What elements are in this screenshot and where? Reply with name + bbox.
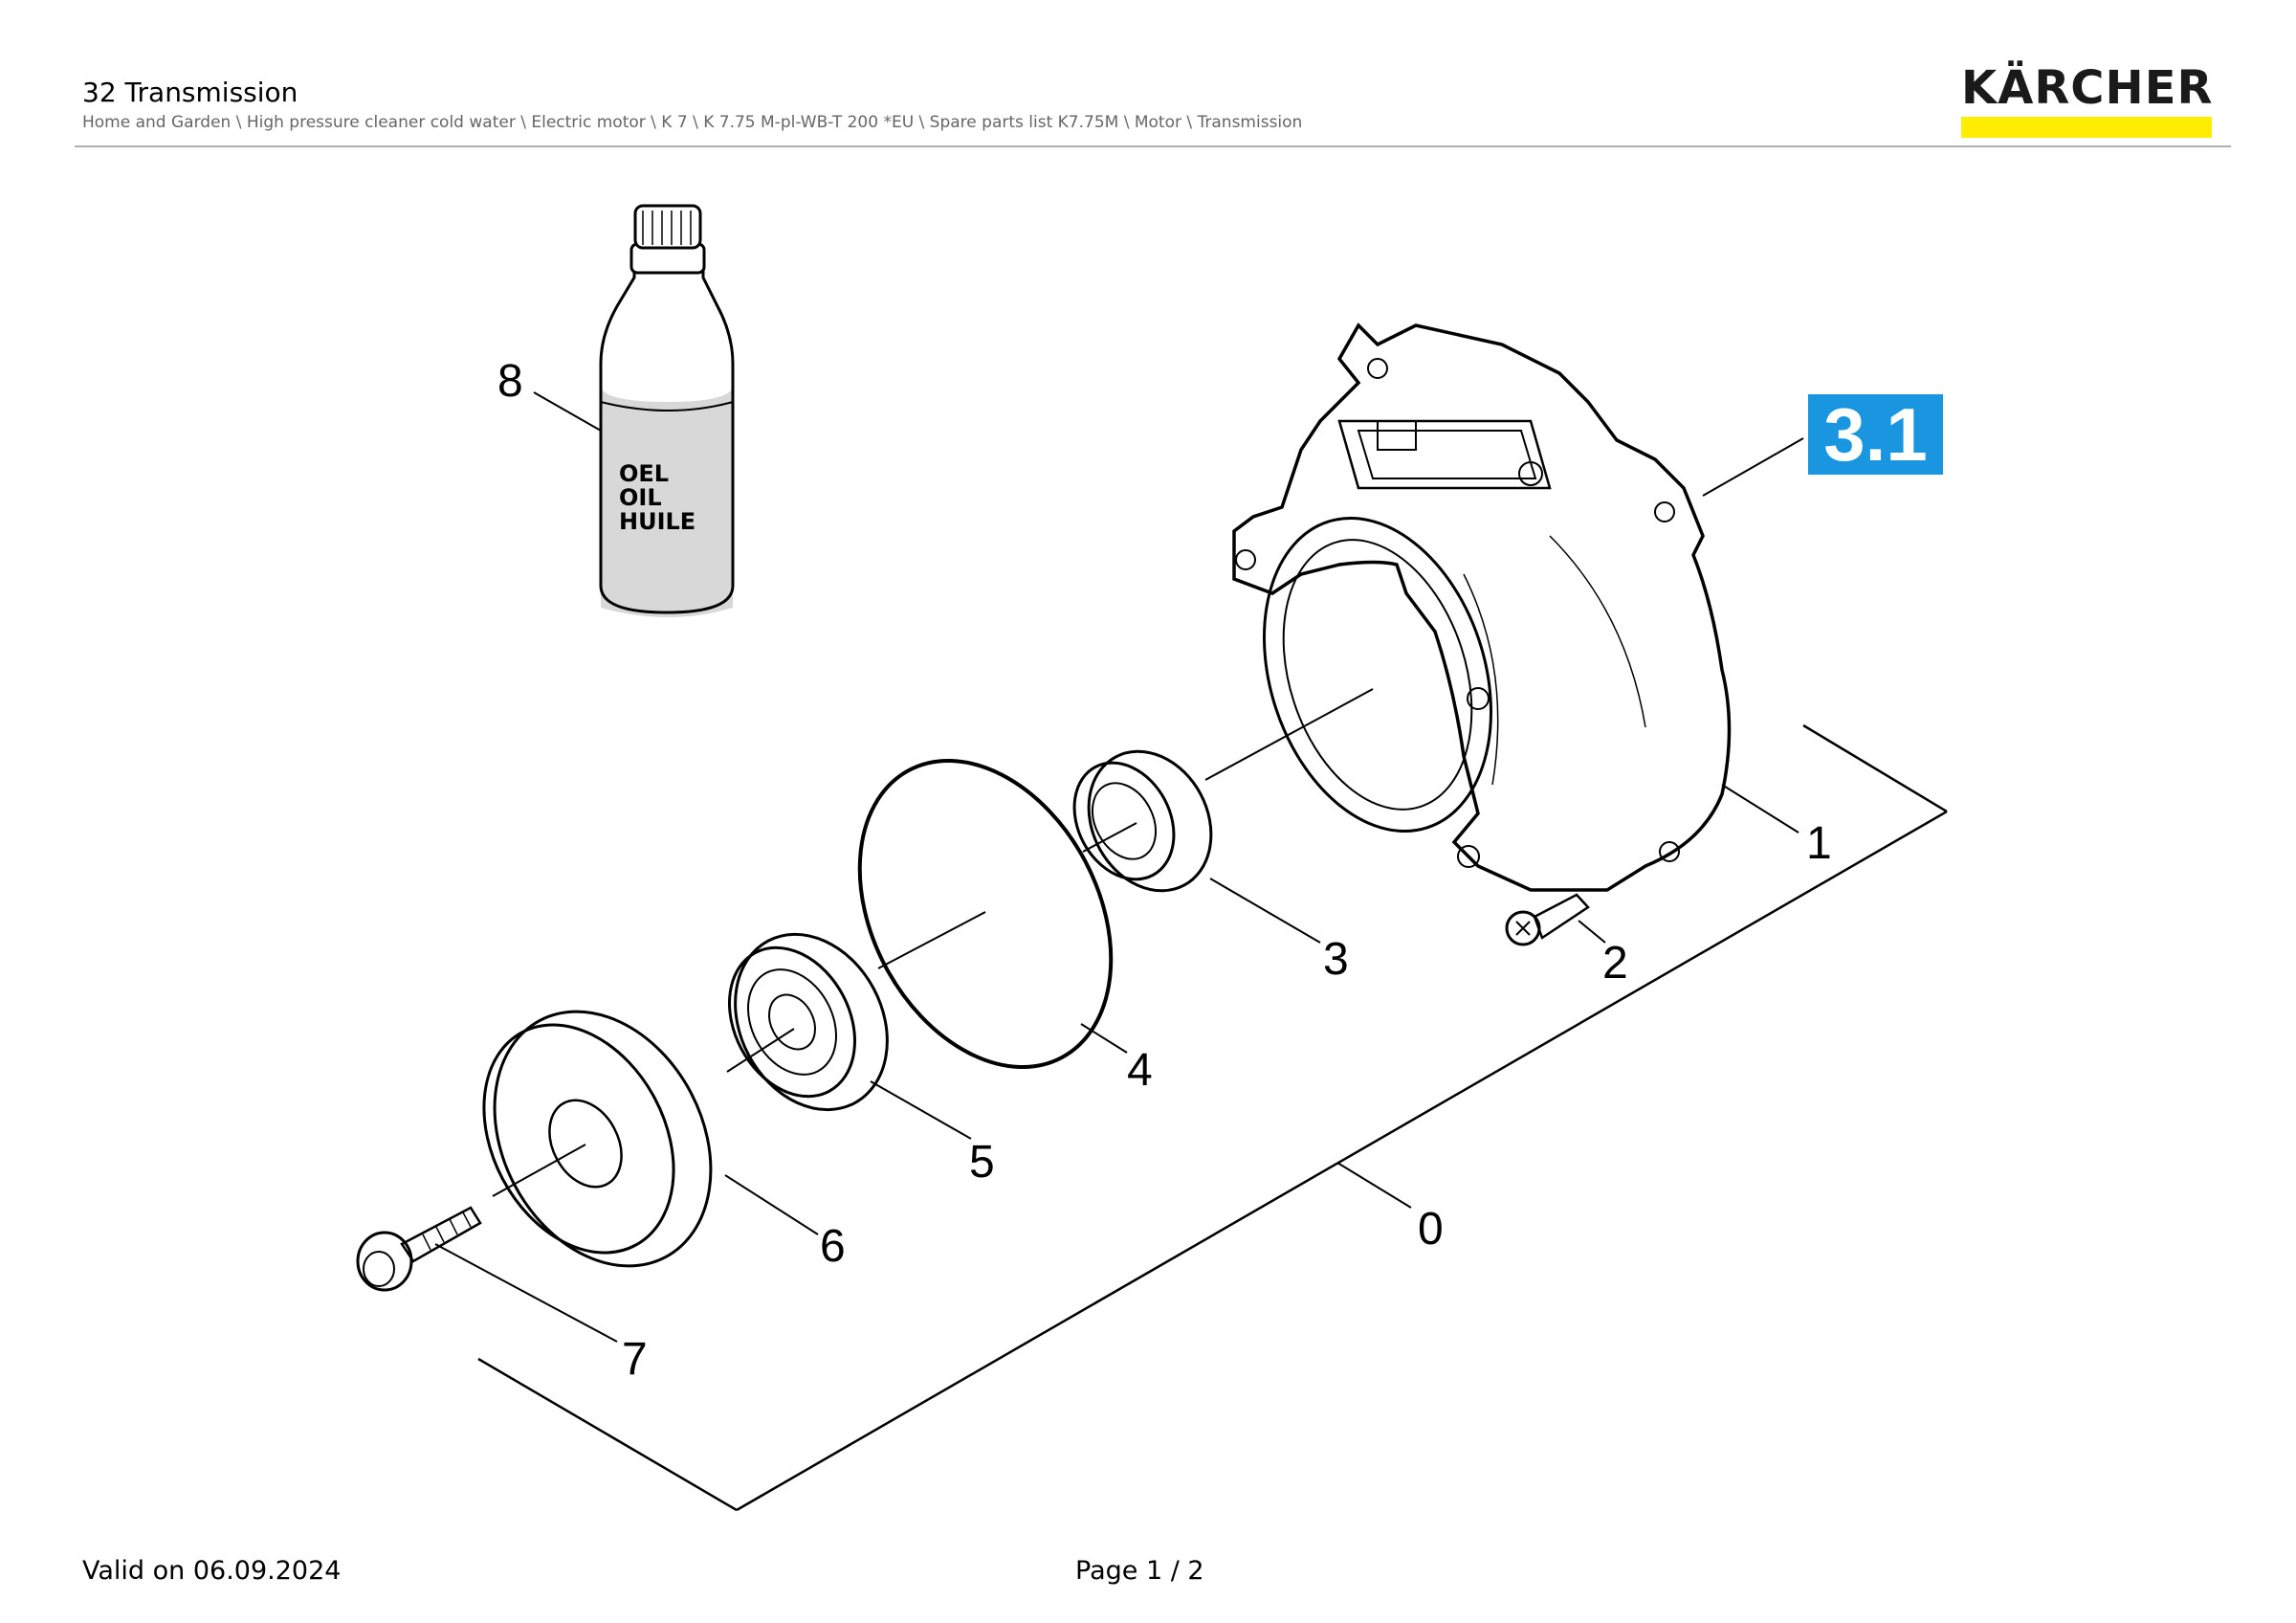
logo-yellow-bar [1961, 117, 2212, 138]
flange-screw [356, 1206, 482, 1292]
oil-label-oil: OIL [619, 484, 662, 511]
oil-label-oel: OEL [619, 460, 669, 487]
callout-5: 5 [969, 1137, 995, 1188]
leader-lines [434, 391, 1804, 1343]
reference-badge[interactable]: 3.1 [1808, 392, 1943, 477]
assembly-bracket [477, 723, 1948, 1512]
ball-bearing [728, 932, 889, 1112]
callout-1: 1 [1806, 818, 1832, 869]
callout-3: 3 [1323, 934, 1349, 985]
callout-4: 4 [1127, 1045, 1153, 1096]
karcher-logo: KÄRCHER [1961, 61, 2214, 138]
callout-0: 0 [1418, 1204, 1444, 1255]
header-divider [75, 145, 2231, 147]
gear-housing [1232, 322, 1732, 892]
breadcrumb: Home and Garden \ High pressure cleaner … [82, 113, 1303, 132]
oil-bottle: OEL OIL HUILE [599, 204, 735, 617]
callout-8: 8 [497, 356, 523, 407]
page-number: Page 1 / 2 [1075, 1556, 1204, 1586]
callout-7: 7 [622, 1334, 648, 1385]
valid-date: Valid on 06.09.2024 [82, 1556, 342, 1586]
screw-small [1505, 893, 1590, 946]
bearing-cover [482, 1010, 713, 1268]
callout-2: 2 [1602, 938, 1628, 989]
o-ring [857, 759, 1114, 1069]
shaft-seal [1072, 749, 1213, 893]
page-title: 32 Transmission [82, 77, 298, 108]
oil-label-huile: HUILE [619, 508, 695, 535]
logo-wordmark: KÄRCHER [1961, 61, 2214, 115]
callout-6: 6 [820, 1221, 846, 1272]
